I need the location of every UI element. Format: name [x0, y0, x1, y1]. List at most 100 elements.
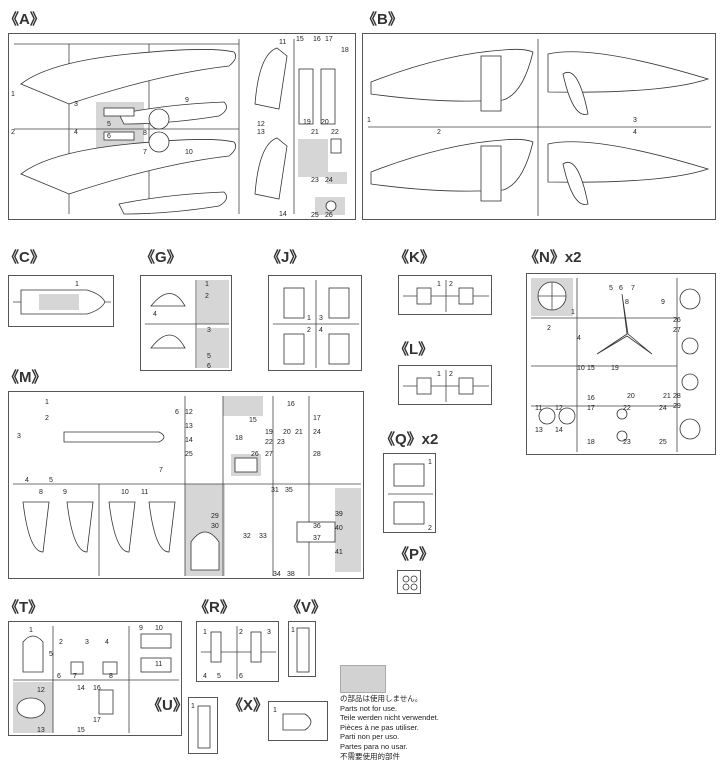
svg-text:2: 2 — [428, 525, 432, 532]
sprue-b-label: 《B》 — [362, 11, 403, 28]
svg-text:1: 1 — [45, 399, 49, 406]
sprue-t-label: 《T》 — [4, 599, 44, 616]
svg-text:4: 4 — [319, 327, 323, 334]
svg-text:19: 19 — [611, 365, 619, 372]
sprue-v-drawing: 1 — [291, 627, 310, 673]
svg-text:2: 2 — [547, 325, 551, 332]
legend-line-zh: 不需要使用的部件 — [340, 751, 400, 761]
svg-text:1: 1 — [29, 627, 33, 634]
svg-text:4: 4 — [105, 639, 109, 646]
svg-text:5: 5 — [49, 651, 53, 658]
svg-text:18: 18 — [341, 47, 349, 54]
sprue-x-drawing: 1 — [273, 707, 312, 731]
sprue-j-frame: 1 3 2 4 — [268, 275, 362, 371]
svg-text:3: 3 — [207, 327, 211, 334]
svg-text:7: 7 — [143, 149, 147, 156]
svg-text:31: 31 — [271, 487, 279, 494]
svg-text:11: 11 — [535, 405, 542, 412]
svg-text:22: 22 — [331, 129, 339, 136]
svg-text:11: 11 — [141, 489, 148, 496]
svg-text:3: 3 — [74, 101, 78, 108]
svg-text:6: 6 — [207, 363, 211, 370]
svg-text:1: 1 — [205, 281, 209, 288]
svg-text:1: 1 — [11, 91, 15, 98]
svg-text:16: 16 — [287, 401, 295, 408]
svg-text:4: 4 — [25, 477, 29, 484]
svg-text:13: 13 — [535, 427, 543, 434]
svg-text:1: 1 — [437, 371, 441, 378]
sprue-q-label: 《Q》x2 — [380, 431, 439, 448]
svg-text:22: 22 — [265, 439, 273, 446]
svg-text:17: 17 — [93, 717, 101, 724]
svg-text:18: 18 — [587, 439, 595, 446]
sprue-b-drawing: 12 34 — [367, 39, 711, 216]
svg-text:14: 14 — [77, 685, 85, 692]
svg-text:30: 30 — [211, 523, 219, 530]
sprue-c-label: 《C》 — [4, 249, 45, 266]
svg-text:23: 23 — [277, 439, 285, 446]
svg-text:24: 24 — [659, 405, 667, 412]
svg-text:2: 2 — [59, 639, 63, 646]
svg-text:6: 6 — [619, 285, 623, 292]
svg-text:2: 2 — [11, 129, 15, 136]
sprue-j-label: 《J》 — [266, 249, 305, 266]
svg-text:1: 1 — [191, 703, 195, 710]
svg-text:3: 3 — [17, 433, 21, 440]
svg-text:1: 1 — [203, 629, 207, 636]
svg-text:5: 5 — [107, 121, 111, 128]
svg-text:26: 26 — [325, 212, 333, 219]
svg-text:5: 5 — [609, 285, 613, 292]
svg-text:22: 22 — [623, 405, 631, 412]
legend-line-it: Parti non per uso. — [340, 732, 400, 742]
svg-text:10: 10 — [185, 149, 193, 156]
svg-text:17: 17 — [587, 405, 595, 412]
svg-text:3: 3 — [633, 117, 637, 124]
svg-text:6: 6 — [57, 673, 61, 680]
unused-parts-legend: の部品は使用しません。 Parts not for use. Teile wer… — [340, 694, 439, 761]
svg-text:15: 15 — [296, 36, 304, 43]
sprue-v-label: 《V》 — [286, 599, 327, 616]
svg-text:6: 6 — [175, 409, 179, 416]
sprue-m-label: 《M》 — [4, 369, 47, 386]
sprue-g-label: 《G》 — [140, 249, 182, 266]
svg-text:1: 1 — [571, 309, 575, 316]
svg-text:2: 2 — [45, 415, 49, 422]
svg-text:32: 32 — [243, 533, 251, 540]
svg-text:20: 20 — [321, 119, 329, 126]
svg-text:1: 1 — [428, 459, 432, 466]
svg-text:10: 10 — [155, 625, 163, 632]
svg-text:21: 21 — [311, 129, 319, 136]
sprue-x-label: 《X》 — [228, 697, 269, 714]
svg-text:16: 16 — [587, 395, 595, 402]
sprue-u-frame: 1 — [188, 697, 218, 754]
unused-parts-swatch — [340, 665, 386, 693]
svg-text:9: 9 — [661, 299, 665, 306]
svg-text:41: 41 — [335, 549, 343, 556]
sprue-n-label: 《N》x2 — [524, 249, 582, 266]
svg-text:4: 4 — [203, 673, 207, 680]
svg-text:21: 21 — [295, 429, 303, 436]
svg-text:1: 1 — [367, 117, 371, 124]
svg-text:1: 1 — [437, 281, 441, 288]
svg-text:21: 21 — [663, 393, 671, 400]
svg-text:37: 37 — [313, 535, 321, 542]
svg-text:3: 3 — [319, 315, 323, 322]
svg-text:5: 5 — [49, 477, 53, 484]
svg-text:4: 4 — [577, 335, 581, 342]
svg-text:3: 3 — [267, 629, 271, 636]
sprue-q-drawing: 12 — [388, 459, 433, 532]
svg-text:2: 2 — [307, 327, 311, 334]
svg-text:11: 11 — [279, 39, 286, 46]
svg-text:1: 1 — [307, 315, 311, 322]
svg-text:19: 19 — [265, 429, 273, 436]
svg-text:14: 14 — [185, 437, 193, 444]
svg-text:5: 5 — [217, 673, 221, 680]
svg-text:20: 20 — [627, 393, 635, 400]
svg-text:40: 40 — [335, 525, 343, 532]
svg-text:33: 33 — [259, 533, 267, 540]
sprue-x-frame: 1 — [268, 701, 328, 741]
svg-text:7: 7 — [159, 467, 163, 474]
